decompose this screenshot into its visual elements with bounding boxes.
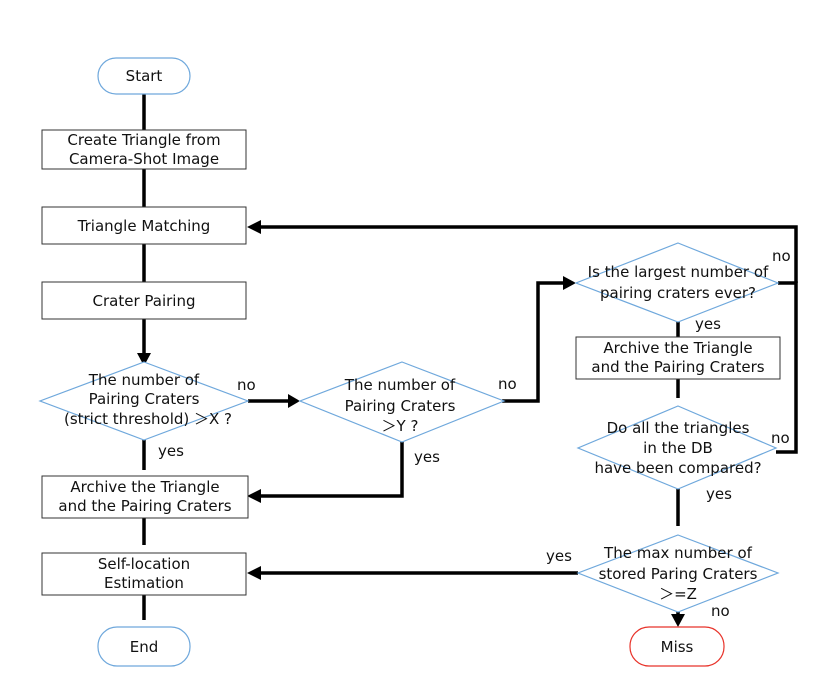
archive-right-label-line1: Archive the Triangle (603, 339, 752, 357)
decision-max-diamond: The max number of stored Paring Craters … (576, 534, 780, 613)
create-triangle-label-line2: Camera-Shot Image (69, 150, 219, 168)
decision-max-label-line3: ＞=Z (659, 585, 697, 603)
label-y-no: no (498, 375, 517, 393)
create-triangle-box: Create Triangle from Camera-Shot Image (41, 129, 247, 170)
decision-x-label-line3: (strict threshold) ＞X ? (64, 410, 232, 428)
label-largest-yes: yes (695, 315, 721, 333)
edge-loop-to-matching (258, 225, 798, 283)
label-x-no: no (237, 376, 256, 394)
miss-node: Miss (629, 626, 725, 667)
label-y-yes: yes (414, 448, 440, 466)
arrowhead-decision-y (288, 394, 300, 408)
decision-all-label-line1: Do all the triangles (607, 419, 750, 437)
triangle-matching-label: Triangle Matching (77, 217, 211, 235)
edge-decision-y-yes (258, 442, 404, 498)
decision-x-label-line2: Pairing Craters (89, 390, 200, 408)
arrowhead-miss (671, 614, 685, 627)
label-largest-no: no (772, 247, 791, 265)
archive-right-box: Archive the Triangle and the Pairing Cra… (575, 336, 781, 380)
arrowhead-selflocation (247, 566, 261, 580)
label-all-yes: yes (706, 485, 732, 503)
decision-max-label-line1: The max number of (603, 544, 753, 562)
edge-decision-y-no (502, 281, 566, 403)
decision-y-diamond: The number of Pairing Craters ＞Y ? (298, 361, 506, 443)
self-location-label-line1: Self-location (98, 555, 190, 573)
arrowhead-matching (247, 220, 261, 234)
end-label: End (130, 638, 159, 656)
arrowhead-decision-x (137, 353, 151, 366)
decision-y-label-line3: ＞Y ? (382, 417, 419, 435)
label-all-no: no (771, 429, 790, 447)
create-triangle-label-line1: Create Triangle from (67, 131, 220, 149)
decision-y-label-line1: The number of (344, 376, 456, 394)
decision-all-label-line3: have been compared? (594, 459, 761, 477)
start-label: Start (126, 67, 163, 85)
archive-right-label-line2: and the Pairing Craters (591, 358, 764, 376)
decision-largest-label-line1: Is the largest number of (588, 263, 769, 281)
crater-pairing-label: Crater Pairing (93, 292, 196, 310)
miss-label: Miss (661, 638, 694, 656)
label-max-yes: yes (546, 547, 572, 565)
decision-y-label-line2: Pairing Craters (345, 397, 456, 415)
archive-left-box: Archive the Triangle and the Pairing Cra… (41, 475, 249, 519)
archive-left-label-line1: Archive the Triangle (70, 478, 219, 496)
decision-all-diamond: Do all the triangles in the DB have been… (576, 405, 778, 490)
decision-all-label-line2: in the DB (643, 439, 713, 457)
self-location-box: Self-location Estimation (41, 552, 247, 596)
archive-left-label-line2: and the Pairing Craters (58, 497, 231, 515)
arrowhead-archive-left (247, 489, 261, 503)
connectors (137, 94, 798, 627)
label-x-yes: yes (158, 442, 184, 460)
decision-x-diamond: The number of Pairing Craters (strict th… (38, 361, 250, 441)
edge-loop-right (776, 281, 798, 454)
decision-max-label-line2: stored Paring Craters (599, 565, 758, 583)
arrowhead-decision-largest (563, 276, 576, 290)
crater-pairing-box: Crater Pairing (41, 281, 247, 320)
edge-labels: no yes no yes no yes no yes yes no (158, 247, 791, 620)
label-max-no: no (711, 602, 730, 620)
decision-largest-label-line2: pairing craters ever? (600, 284, 756, 302)
decision-largest-diamond: Is the largest number of pairing craters… (574, 242, 780, 323)
triangle-matching-box: Triangle Matching (41, 206, 247, 245)
end-node: End (97, 626, 191, 667)
self-location-label-line2: Estimation (104, 574, 184, 592)
decision-x-label-line1: The number of (88, 371, 200, 389)
start-node: Start (97, 57, 191, 95)
